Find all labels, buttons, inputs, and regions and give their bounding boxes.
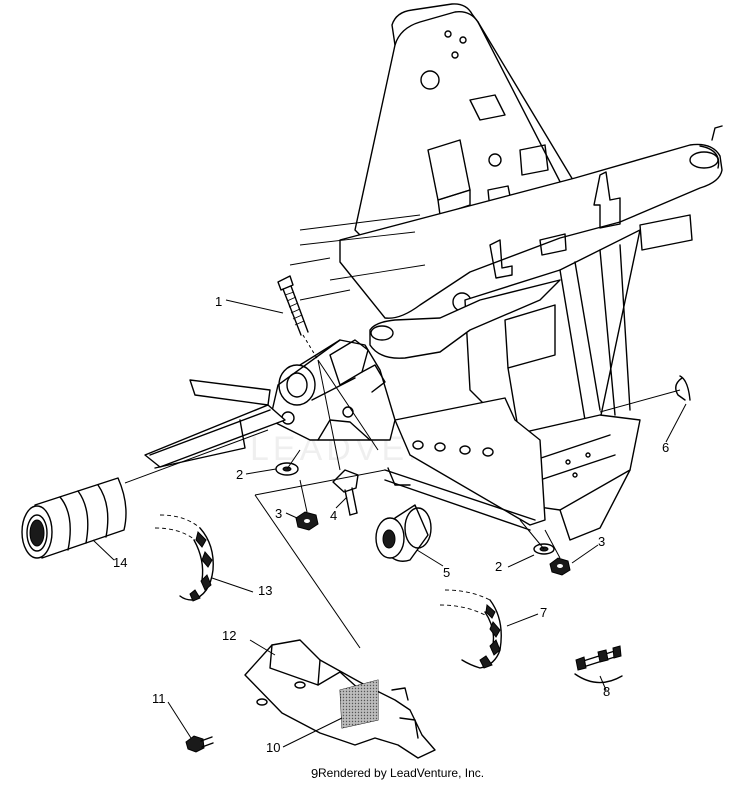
callout-1: 1 [215, 294, 222, 309]
frame-assembly [289, 3, 723, 541]
pivot-hub [269, 339, 396, 441]
callout-3-left: 3 [275, 506, 282, 521]
callout-7: 7 [540, 605, 547, 620]
roller-part-5 [375, 504, 432, 562]
callout-numbers: 1 2 2 3 3 4 5 6 7 8 9 10 11 12 13 14 [113, 294, 669, 781]
callout-5: 5 [443, 565, 450, 580]
callout-3-right: 3 [598, 534, 605, 549]
chain-part-7 [439, 589, 502, 669]
callout-2-right: 2 [495, 559, 502, 574]
callout-4: 4 [330, 508, 337, 523]
callout-14: 14 [113, 555, 127, 570]
drum-part-14 [21, 477, 127, 559]
assembly-guide-lines [124, 359, 681, 649]
callout-9: 9 [311, 766, 318, 781]
callout-6: 6 [662, 440, 669, 455]
callout-2-left: 2 [236, 467, 243, 482]
callout-leaders [92, 299, 687, 748]
render-credit: Rendered by LeadVenture, Inc. [318, 766, 485, 780]
bolt-part-1 [277, 275, 319, 361]
bolt-part-4 [332, 469, 359, 516]
pins-part-8 [574, 645, 623, 684]
callout-13: 13 [258, 583, 272, 598]
callout-12: 12 [222, 628, 236, 643]
callout-10: 10 [266, 740, 280, 755]
callout-8: 8 [603, 684, 610, 699]
guard-bracket-parts-10-12 [185, 639, 436, 759]
nut-part-3-left [295, 511, 319, 531]
slide-rails [144, 379, 286, 469]
nut-part-3-right [549, 557, 571, 576]
callout-11: 11 [152, 691, 166, 706]
clip-part-6 [675, 375, 691, 401]
chain-part-13 [154, 514, 214, 602]
